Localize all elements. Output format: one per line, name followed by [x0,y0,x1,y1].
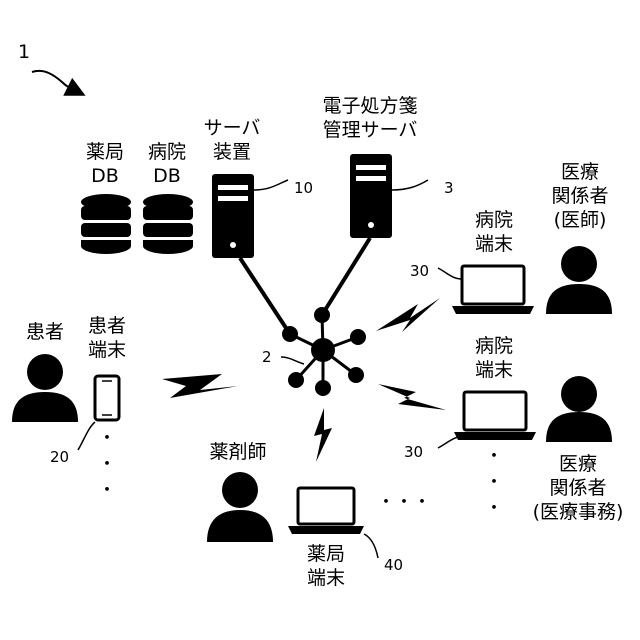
pharmacy-terminal-ref: 40 [384,556,403,574]
figure-ref-arrow [32,71,82,94]
wireless-link-icon [314,408,332,462]
ref-leader-30a [438,268,462,279]
smartphone-icon [95,376,119,420]
person-icon [207,472,273,542]
hospital-terminal-2-ref: 30 [404,443,423,461]
server-device-label-1: サーバ [204,117,261,139]
hospital-db: 病院 DB [143,141,193,254]
hospital-db-label-2: DB [153,165,181,187]
server-device-ref: 10 [294,179,313,197]
pharmacy-terminal: 薬局 端末 40 ・・・ [288,488,431,589]
person-icon [546,376,612,442]
eprescription-server-ref: 3 [444,179,454,197]
database-icon [81,194,131,254]
hospital-terminal-2-label-1: 病院 [475,335,513,357]
patient-label: 患者 [26,321,64,343]
medical-staff-clerk: 医療 関係者 (医療事務) [533,376,624,523]
vertical-ellipsis-4: ・ [485,446,503,467]
vertical-ellipsis-1: ・ [98,428,116,449]
wireless-link-icon [162,374,238,398]
pharmacy-db-label-1: 薬局 [86,141,124,163]
vertical-ellipsis-3: ・ [98,480,116,501]
eprescription-server-label-1: 電子処方箋 [322,95,417,117]
hospital-terminal-2-label-2: 端末 [475,359,513,381]
patient-terminal-label-2: 端末 [88,339,126,361]
ref-leader-20 [78,422,95,450]
vertical-ellipsis-2: ・ [98,454,116,475]
pharmacist: 薬剤師 [207,441,273,542]
patient: 患者 [12,321,78,422]
network-ref: 2 [262,348,272,366]
ref-leader-3 [392,180,428,190]
pharmacy-terminal-label-2: 端末 [307,567,345,589]
ref-leader-10 [254,180,288,190]
doctor-label-1: 医療 [561,161,599,183]
patient-terminal-label-1: 患者 [88,315,126,337]
laptop-icon [454,392,536,440]
eprescription-server: 電子処方箋 管理サーバ 3 [322,95,453,238]
laptop-icon [288,488,364,534]
laptop-icon [452,266,534,314]
ref-leader-2 [281,357,304,364]
vertical-ellipsis-6: ・ [485,498,503,519]
hospital-terminal-1-ref: 30 [410,262,429,280]
person-icon [546,246,612,314]
vertical-ellipsis-5: ・ [485,472,503,493]
hospital-db-label-1: 病院 [148,141,186,163]
pharmacy-terminal-label-1: 薬局 [307,543,345,565]
doctor-label-3: (医師) [554,209,607,231]
horizontal-ellipsis: ・・・ [377,492,431,513]
network-hub [240,238,370,396]
figure-ref-label: 1 [18,41,30,63]
pharmacy-db: 薬局 DB [81,141,131,254]
hospital-terminal-1-label-2: 端末 [475,233,513,255]
hospital-terminal-2: 病院 端末 30 [404,335,536,461]
server-device-label-2: 装置 [213,141,251,163]
server-icon [212,174,254,258]
eprescription-server-label-2: 管理サーバ [323,119,418,141]
pharmacy-db-label-2: DB [91,165,119,187]
pharmacist-label: 薬剤師 [209,441,266,463]
medical-staff-doctor: 医療 関係者 (医師) [546,161,612,314]
hospital-terminal-1-label-1: 病院 [475,209,513,231]
clerk-label-2: 関係者 [549,477,606,499]
wireless-link-icon [376,298,440,332]
ref-leader-40 [364,534,378,558]
hospital-terminal-1: 病院 端末 30 [410,209,534,314]
wireless-link-icon [378,384,446,410]
doctor-label-2: 関係者 [551,185,608,207]
patient-terminal-ref: 20 [50,448,69,466]
clerk-label-3: (医療事務) [533,501,624,523]
person-icon [12,354,78,422]
database-icon [143,194,193,254]
server-device: サーバ 装置 10 [204,117,314,258]
clerk-label-1: 医療 [559,453,597,475]
server-icon [350,154,392,238]
